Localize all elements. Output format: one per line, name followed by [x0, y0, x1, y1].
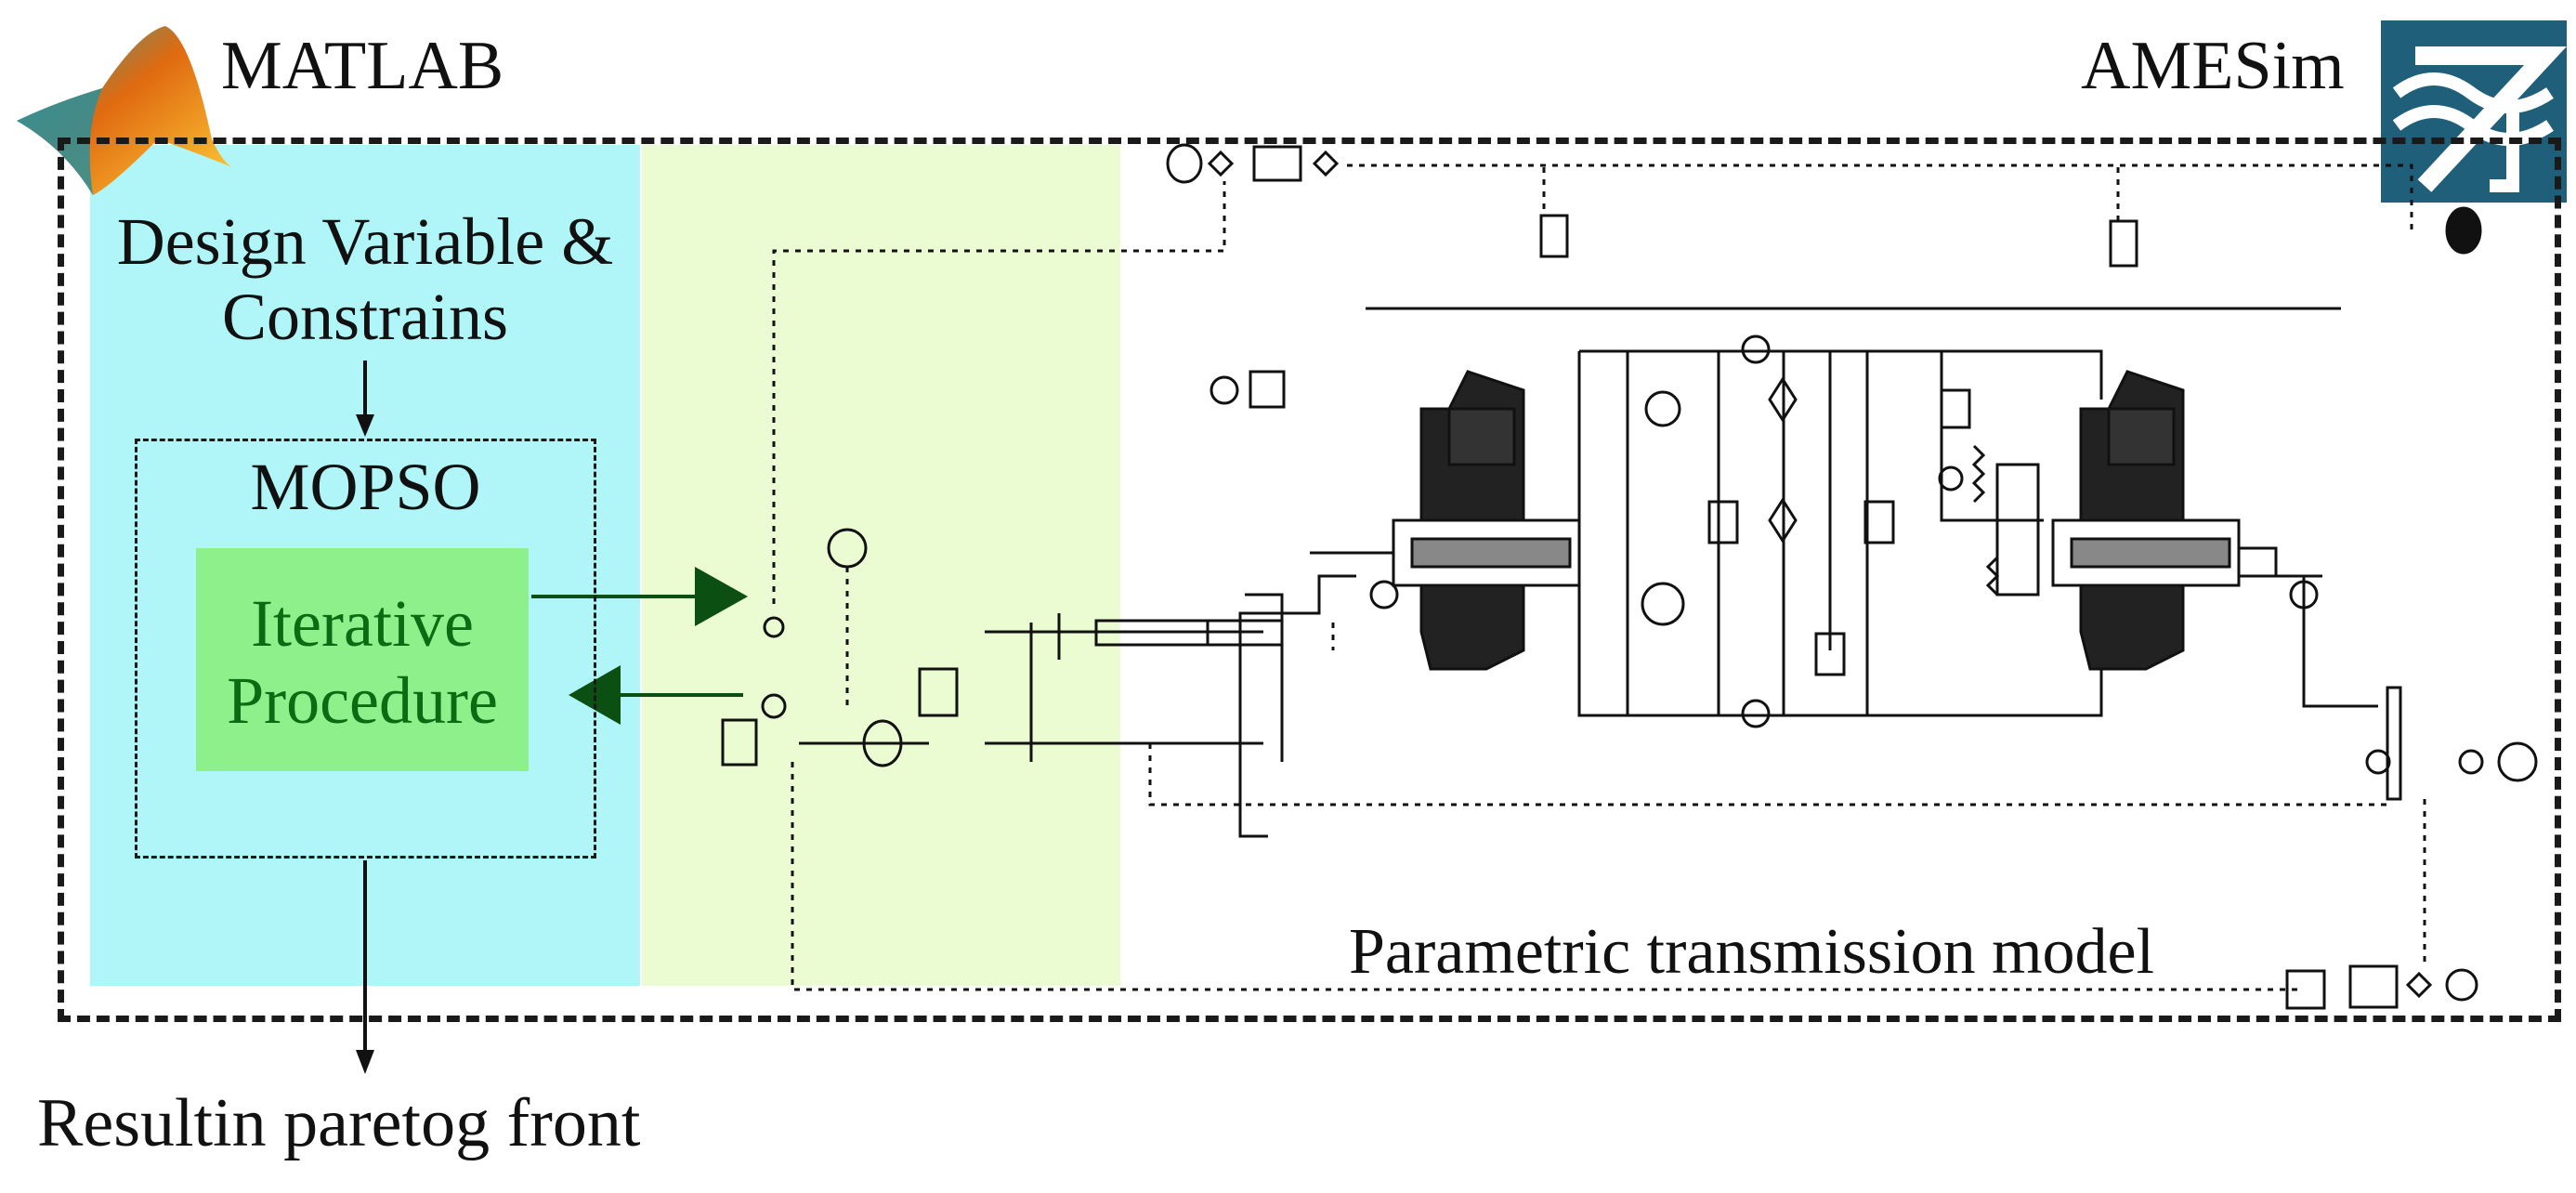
- parametric-model-label: Parametric transmission model: [1349, 916, 2155, 988]
- green-exchange-arrows: [531, 567, 748, 725]
- amesim-model-frame: [58, 138, 2561, 1022]
- mopso-box: [135, 439, 596, 859]
- amesim-label: AMESim: [2081, 28, 2345, 104]
- iterative-procedure-box: [196, 548, 529, 771]
- interface-region: [642, 145, 1120, 986]
- design-variable-label: Design Variable & Constrains: [116, 204, 614, 355]
- result-label: Resultin paretog front: [37, 1085, 641, 1161]
- matlab-label: MATLAB: [221, 28, 504, 104]
- amesim-logo-icon: [2381, 20, 2567, 203]
- mopso-label: MOPSO: [250, 450, 481, 524]
- flow-arrows: [356, 361, 374, 1074]
- transmission-schematic: [721, 143, 2538, 1010]
- iterative-procedure-label: Iterative Procedure: [227, 586, 498, 738]
